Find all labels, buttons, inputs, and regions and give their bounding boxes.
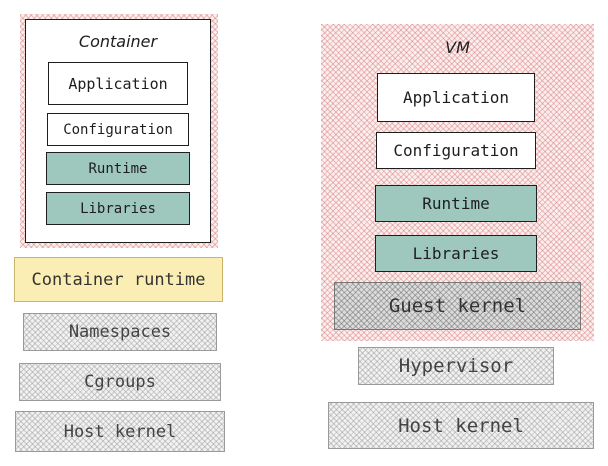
vm-application-layer: Application — [377, 73, 535, 122]
vm-host-kernel-box: Host kernel — [328, 402, 594, 449]
vm-libraries-layer: Libraries — [375, 235, 537, 272]
container-application-layer: Application — [48, 62, 188, 105]
namespaces-box: Namespaces — [23, 313, 217, 351]
container-configuration-layer: Configuration — [47, 113, 189, 146]
container-runtime-layer: Runtime — [46, 152, 190, 185]
container-title: Container — [78, 31, 158, 51]
cgroups-box: Cgroups — [19, 363, 221, 401]
container-runtime-box: Container runtime — [14, 257, 223, 302]
vm-configuration-layer: Configuration — [376, 132, 536, 169]
container-libraries-layer: Libraries — [46, 192, 190, 225]
hypervisor-box: Hypervisor — [358, 347, 554, 385]
vm-runtime-layer: Runtime — [375, 185, 537, 222]
guest-kernel-box: Guest kernel — [334, 282, 581, 330]
vm-title: VM — [445, 37, 470, 57]
container-host-kernel-box: Host kernel — [15, 411, 225, 452]
